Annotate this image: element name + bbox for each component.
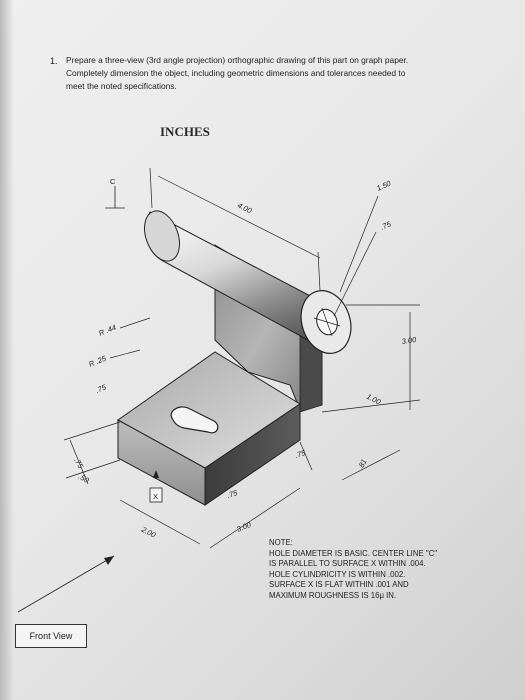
- label-200: 2.00: [139, 524, 158, 540]
- note-line-3: HOLE CYLINDRICITY IS WITHIN .002.: [269, 569, 406, 579]
- question-text: Prepare a three-view (3rd angle projecti…: [66, 54, 466, 93]
- dim-300-base-line: [209, 487, 301, 549]
- note-line-5: MAXIMUM ROUGHNESS IS 16μ IN.: [269, 590, 397, 600]
- dim-400-line: [157, 175, 321, 259]
- dim-150-leader: [339, 195, 379, 293]
- front-view-label: Front View: [15, 624, 87, 648]
- dim-100-line: [321, 399, 421, 413]
- base-right-face: [204, 403, 301, 506]
- label-150: 1.50: [375, 178, 393, 192]
- dim-75-leader: [333, 231, 377, 317]
- r25-leader: [109, 349, 141, 359]
- units-label: INCHES: [160, 124, 210, 139]
- question-line-3: meet the noted specifications.: [66, 81, 177, 91]
- label-r44: R .44: [97, 323, 117, 338]
- left-dim-line: [69, 439, 89, 485]
- question-line-2: Completely dimension the object, includi…: [66, 68, 406, 78]
- note-block: NOTE: HOLE DIAMETER IS BASIC. CENTER LIN…: [269, 538, 437, 601]
- base-ext-right: [299, 441, 313, 471]
- question-line-1: Prepare a three-view (3rd angle projecti…: [66, 55, 409, 65]
- dim-81-line: [341, 449, 401, 481]
- front-view-arrow-line: [17, 555, 115, 613]
- label-75-b: .75: [294, 448, 307, 460]
- note-line-4: SURFACE X IS FLAT WITHIN .001 AND: [269, 580, 409, 589]
- surface-x-label: X: [153, 492, 158, 501]
- note-title: NOTE:: [269, 538, 293, 547]
- label-300-base: 3.00: [235, 520, 253, 534]
- dim-400-ext1: [149, 167, 153, 209]
- label-300-vert: 3.00: [401, 335, 418, 346]
- label-r25: R .25: [87, 353, 108, 368]
- left-dim-ext-1: [63, 421, 121, 441]
- hole-centerline-v: [321, 307, 333, 337]
- cylinder-back-end: [144, 210, 180, 262]
- dim-200-line: [119, 499, 201, 545]
- front-view-arrow-head: [104, 556, 114, 565]
- surface-x-box: [149, 487, 163, 503]
- label-c: C: [110, 177, 116, 186]
- label-75-a: .75: [94, 382, 108, 395]
- label-75-c: .75: [72, 457, 85, 471]
- label-81: .81: [356, 457, 369, 470]
- note-line-2: IS PARALLEL TO SURFACE X WITHIN .004.: [269, 559, 426, 568]
- page-shadow: [0, 0, 14, 700]
- left-dim-ext-2: [65, 459, 121, 479]
- dim-400-ext2: [317, 251, 321, 291]
- label-400: 4.00: [236, 201, 254, 216]
- r44-leader: [119, 317, 151, 329]
- label-075-hole: .75: [379, 219, 393, 232]
- note-line-1: HOLE DIAMETER IS BASIC. CENTER LINE "C": [269, 548, 438, 558]
- base-slot: [170, 406, 219, 434]
- question-number: 1.: [50, 56, 58, 66]
- label-75-d: .75: [226, 488, 239, 500]
- surface-x-arrow: [153, 470, 159, 478]
